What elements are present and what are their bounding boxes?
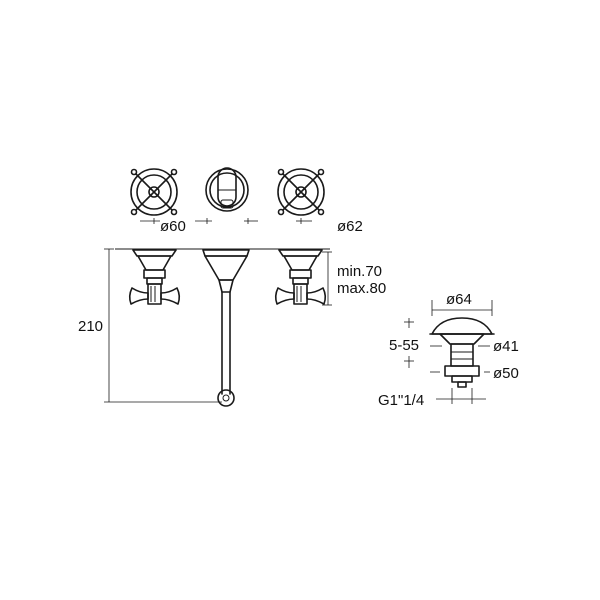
left-handle-top-view: [130, 168, 178, 216]
projection-dimension: [322, 251, 332, 306]
right-handle-front-view: [274, 249, 327, 305]
spout-top-view: [205, 167, 249, 212]
spout-diameter-label: ø62: [337, 218, 363, 235]
drain-top-diameter-label: ø64: [446, 291, 472, 308]
drain-fitting: [429, 317, 495, 388]
height-label: 210: [78, 318, 103, 335]
projection-min-label: min.70: [337, 263, 382, 280]
projection-max-label: max.80: [337, 280, 386, 297]
drain-dimensions: [404, 300, 493, 404]
left-handle-front-view: [128, 249, 181, 305]
drain-range-label: 5-55: [389, 337, 419, 354]
right-handle-top-view: [277, 168, 325, 216]
height-dimension: [104, 248, 222, 403]
top-dimensions: [140, 218, 312, 224]
handle-diameter-label: ø60: [160, 218, 186, 235]
drain-bottom-diameter-label: ø50: [493, 365, 519, 382]
drain-thread-label: G1"1/4: [378, 392, 424, 409]
drain-mid-diameter-label: ø41: [493, 338, 519, 355]
spout-front-view: [202, 249, 250, 407]
